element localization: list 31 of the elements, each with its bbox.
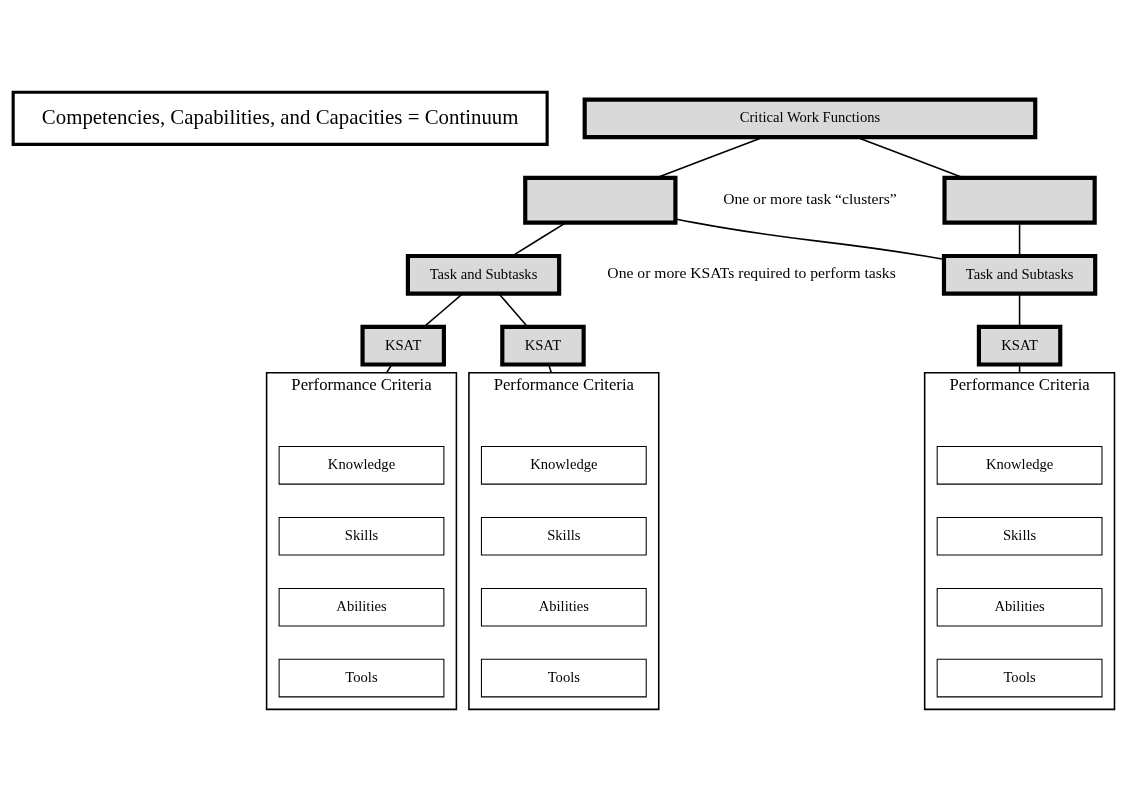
node-box: KSAT [359, 324, 446, 367]
node-box: Knowledge [480, 446, 647, 485]
node-box: Tools [480, 658, 647, 698]
connector [385, 363, 393, 374]
label: One or more KSATs required to perform tasks [606, 264, 896, 282]
label: One or more task “clusters” [722, 189, 897, 207]
node-box: Knowledge [936, 446, 1102, 485]
connector [511, 222, 566, 257]
node-box [941, 175, 1097, 225]
node-box: Competencies, Capabilities, and Capacities = Continuum [11, 90, 549, 146]
node-box: Skills [278, 516, 444, 556]
node-box: Abilities [480, 587, 647, 627]
connector [1018, 293, 1020, 328]
node-box: KSAT [976, 324, 1062, 367]
node-box [522, 175, 677, 225]
connector [422, 293, 463, 328]
node-box: Knowledge [278, 446, 444, 485]
node-box: Task and Subtasks [941, 253, 1097, 296]
node-box: Abilities [278, 587, 444, 627]
connector [674, 218, 944, 260]
node-box: Tools [278, 658, 444, 698]
node-box: KSAT [499, 324, 586, 367]
node-box: Tools [936, 658, 1102, 698]
connector [497, 293, 528, 328]
node-box: Abilities [936, 587, 1102, 627]
connector [547, 363, 552, 374]
connector [1018, 222, 1020, 257]
node-box: Critical Work Functions [582, 97, 1037, 140]
node-box: Skills [480, 516, 647, 556]
node-box: Skills [936, 516, 1102, 556]
node-box: Task and Subtasks [405, 253, 561, 296]
